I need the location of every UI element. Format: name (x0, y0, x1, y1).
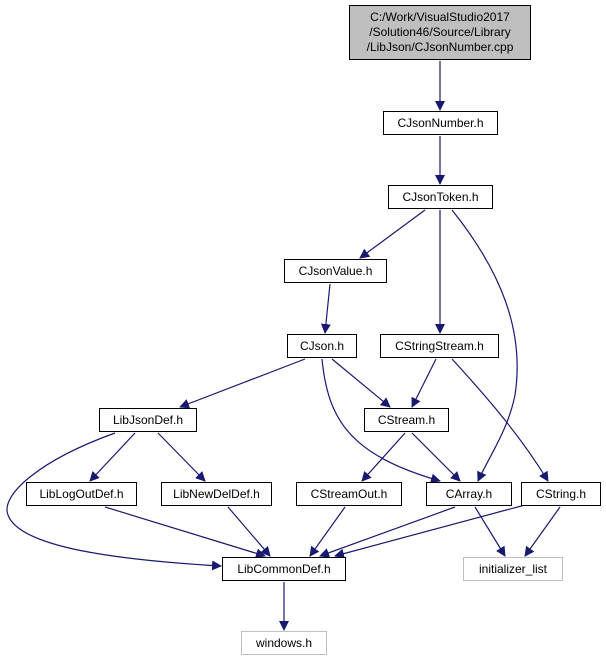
node-cjson-token-h[interactable]: CJsonToken.h (388, 185, 493, 209)
node-lib-new-del-def-h[interactable]: LibNewDelDef.h (161, 482, 272, 506)
edge-cjson-to-carray (321, 358, 441, 484)
edge-cjson-value-to-cjson (320, 283, 331, 334)
node-lib-common-def-h[interactable]: LibCommonDef.h (222, 557, 346, 581)
node-cjson-number-h[interactable]: CJsonNumber.h (383, 111, 498, 135)
edge-cstream-to-carray (411, 432, 461, 482)
node-cstream-out-h[interactable]: CStreamOut.h (296, 482, 402, 506)
root-path-line-1: C:/Work/VisualStudio2017 (370, 10, 510, 24)
edge-lib-new-del-def-to-lib-common-def (227, 506, 271, 557)
edge-cstring-to-initializer-list (524, 506, 561, 557)
root-path-line-2: /Solution46/Source/Library (369, 25, 511, 39)
node-cjson-value-h[interactable]: CJsonValue.h (284, 259, 387, 283)
edge-cstring-stream-to-cstream (411, 358, 437, 408)
node-lib-log-out-def-h[interactable]: LibLogOutDef.h (26, 482, 137, 506)
node-windows-h: windows.h (241, 631, 327, 655)
edge-lib-json-def-to-lib-new-del-def (157, 432, 206, 482)
edge-cstream-to-cstream-out (361, 432, 406, 482)
edge-cjson-token-to-carray (451, 209, 518, 482)
edge-cstring-stream-to-cstring (451, 358, 549, 482)
node-cjson-h[interactable]: CJson.h (287, 334, 357, 358)
node-cstream-h[interactable]: CStream.h (364, 408, 449, 432)
edge-cjson-to-lib-json-def (179, 358, 306, 409)
edge-cjson-token-to-cjson-value (359, 209, 426, 259)
node-cstring-h[interactable]: CString.h (521, 482, 601, 506)
edge-carray-to-initializer-list (474, 506, 506, 557)
root-file-node: C:/Work/VisualStudio2017 /Solution46/Sou… (349, 5, 531, 60)
node-initializer-list: initializer_list (463, 557, 563, 581)
edge-cstring-to-lib-common-def (334, 504, 526, 559)
edge-lib-log-out-def-to-lib-common-def (104, 506, 266, 559)
edge-lib-json-def-to-lib-common-def (6, 432, 222, 571)
node-carray-h[interactable]: CArray.h (426, 482, 512, 506)
edge-carray-to-lib-common-def (319, 506, 456, 558)
node-cstring-stream-h[interactable]: CStringStream.h (380, 334, 499, 358)
node-lib-json-def-h[interactable]: LibJsonDef.h (99, 408, 197, 432)
edge-cstream-out-to-lib-common-def (309, 506, 346, 557)
edge-lib-json-def-to-lib-log-out-def (89, 432, 136, 482)
edge-cjson-to-cstream (331, 358, 391, 408)
root-path-line-3: /LibJson/CJsonNumber.cpp (366, 40, 514, 54)
